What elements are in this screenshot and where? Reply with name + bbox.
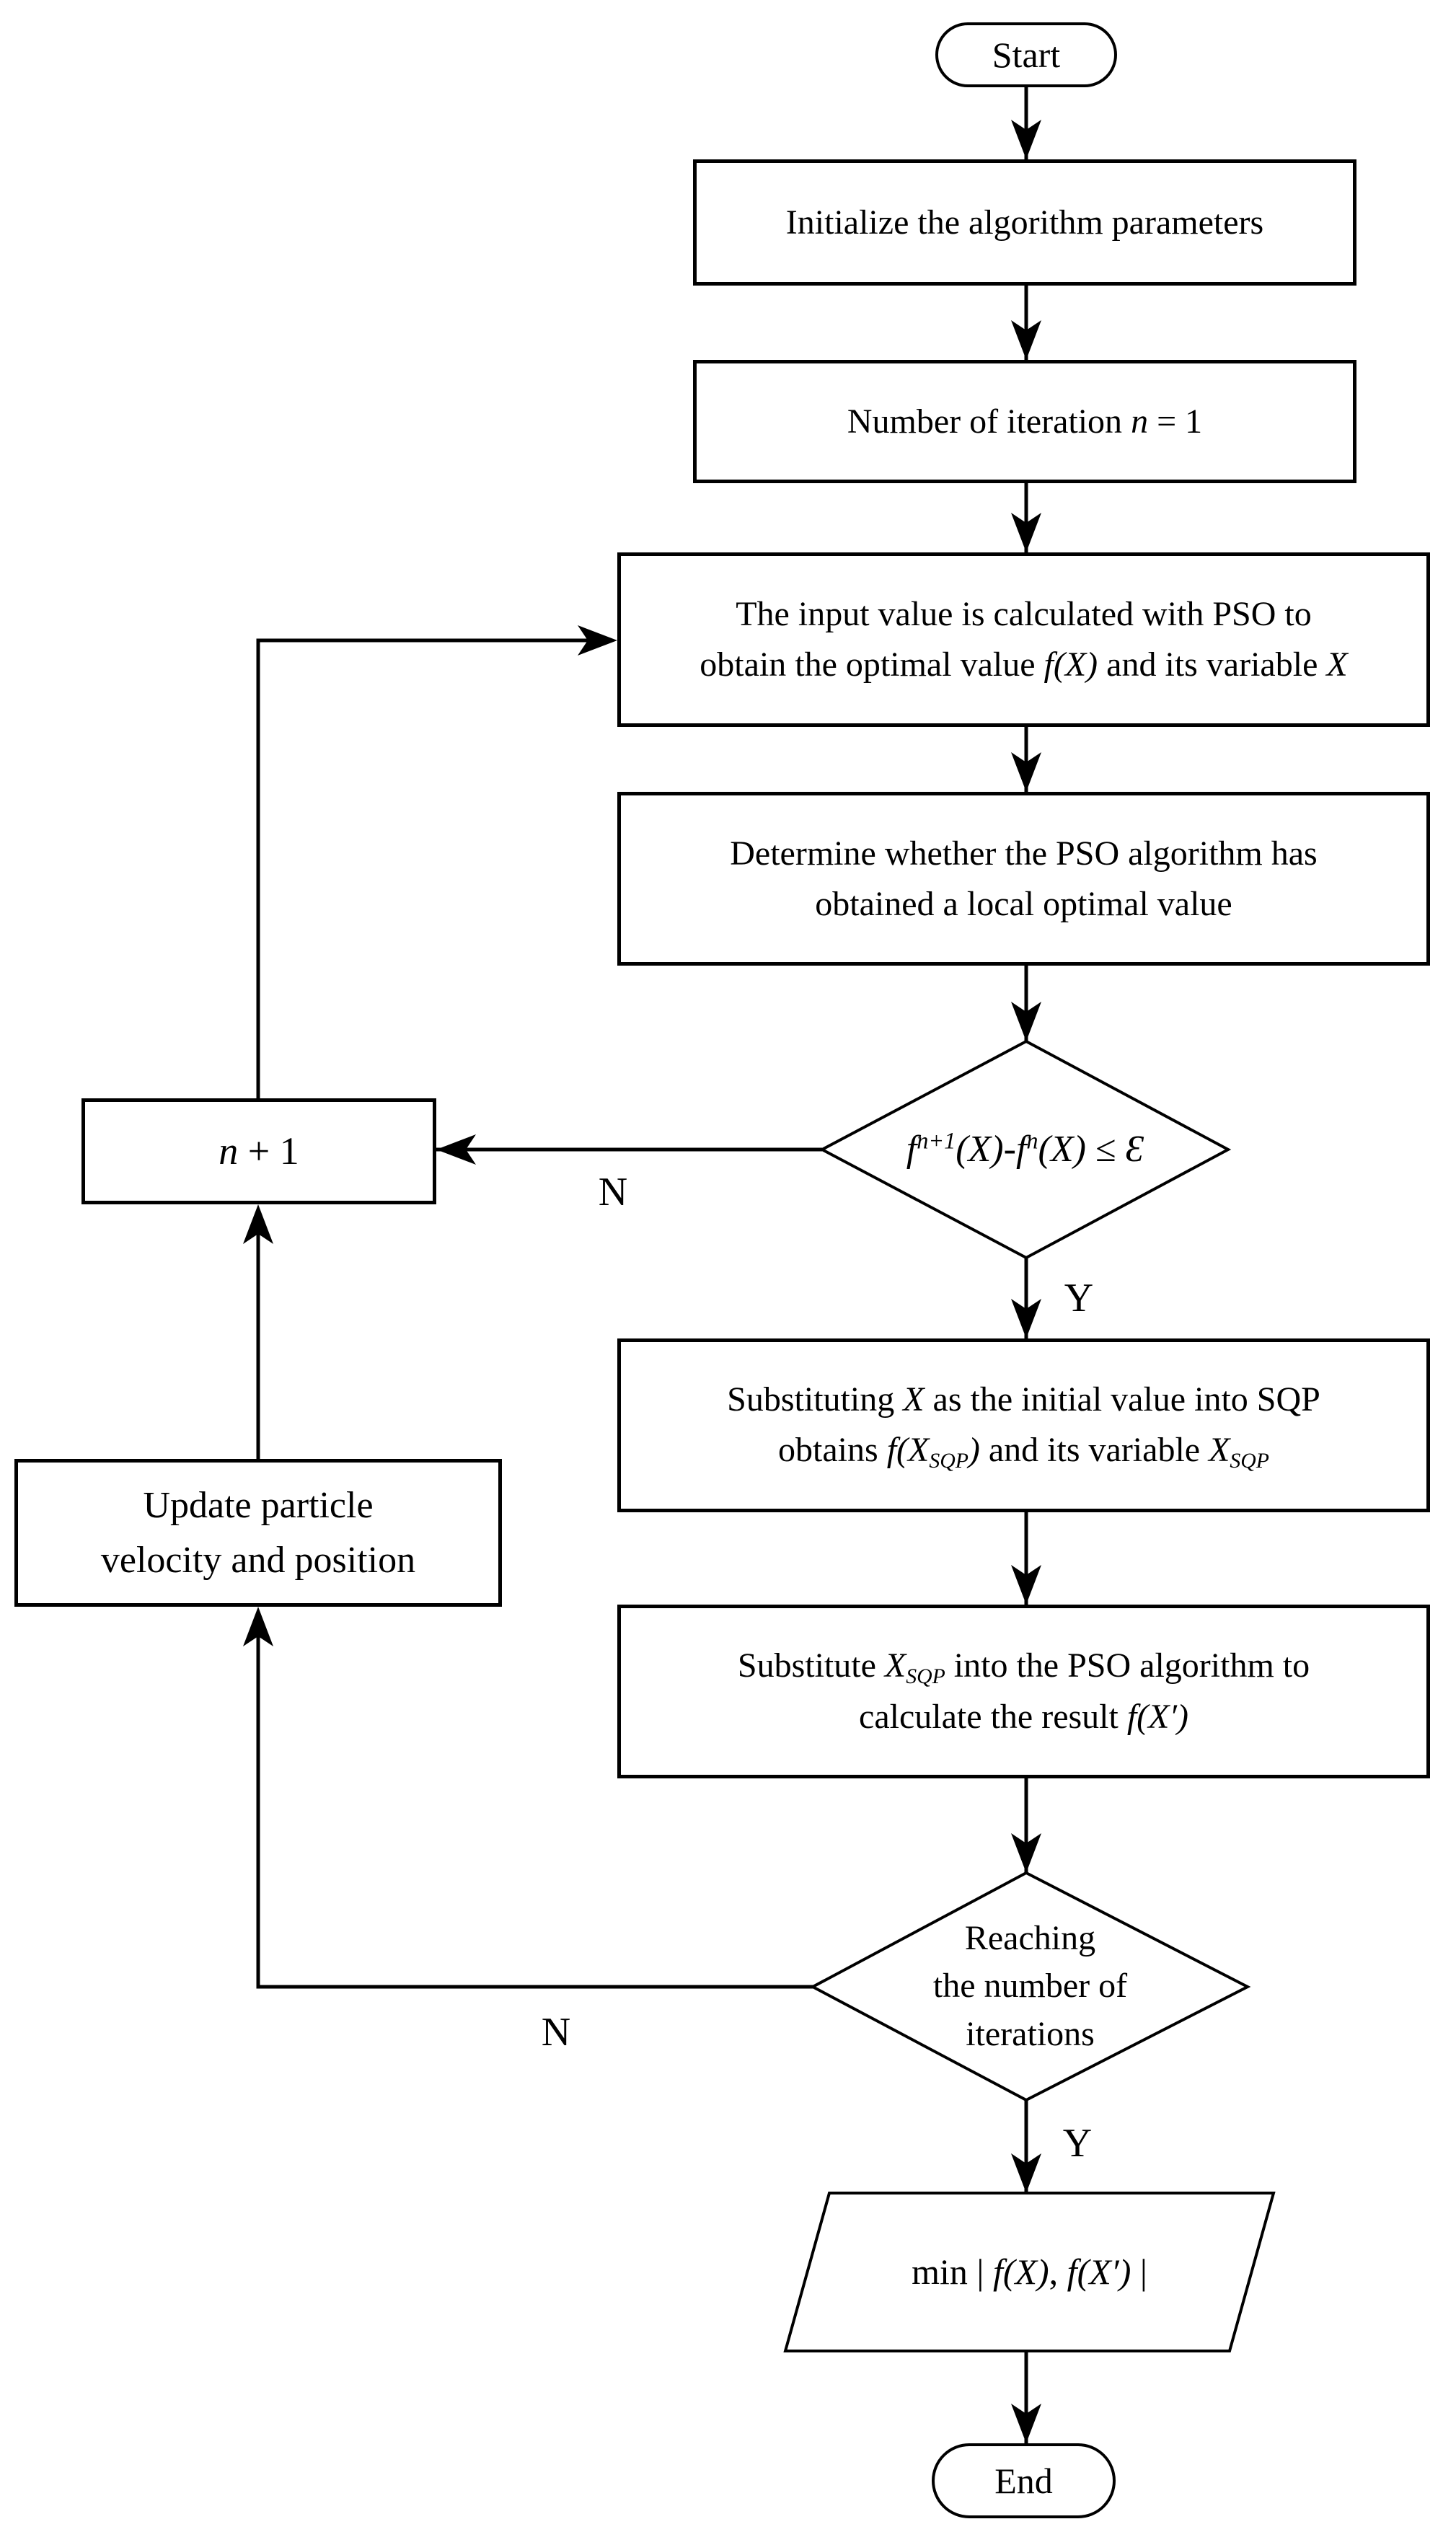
edge-min-to-end [1011,2351,1041,2443]
decision-iteration-limit-shape [809,1871,1251,2102]
edge-update-to-nplus1 [243,1204,273,1459]
process-substituting-line1: Substituting X as the initial value into… [727,1380,1320,1419]
edge-label-no-1: N [598,1170,628,1214]
decision-convergence-shape [819,1039,1232,1260]
edge-label-yes-1: Y [1064,1276,1094,1320]
process-increment-label: n + 1 [219,1129,299,1173]
edge-nplus1-to-pso-loop [256,625,617,1098]
edge-init-to-iteration [1011,286,1041,360]
terminator-start: Start [935,22,1117,87]
terminator-start-label: Start [992,34,1061,75]
process-substituting-line2: obtains f(XSQP) and its variable XSQP [778,1430,1269,1473]
process-initialize-parameters: Initialize the algorithm parameters [693,159,1356,286]
edge-determine-to-condition1 [1011,966,1041,1041]
edge-label-yes-2: Y [1062,2121,1093,2166]
edge-condition2-yes-to-min [1011,2100,1041,2193]
process-substitute-pso: Substitute XSQP into the PSO algorithm t… [617,1605,1430,1778]
process-determine-local-optimum: Determine whether the PSO algorithm has … [617,792,1430,966]
edge-start-to-init [1011,87,1041,159]
edge-condition2-no-to-update [243,1607,813,1989]
process-update-particle: Update particle velocity and position [14,1459,502,1607]
process-iteration-counter: Number of iteration n = 1 [693,360,1356,483]
edge-pso-to-determine [1011,727,1041,792]
io-min-result-shape [783,2192,1276,2352]
process-substitute-line2: calculate the result f(X′) [859,1698,1188,1737]
decision-iteration-limit: Reaching the number of iterations [813,1873,1248,2100]
process-pso-line1: The input value is calculated with PSO t… [736,595,1312,634]
edge-condition1-yes-to-substituting [1011,1258,1041,1338]
process-determine-line2: obtained a local optimal value [815,884,1232,923]
decision-convergence-label: fn+1(X)-fn(X) ≤ Ɛ [906,1127,1144,1170]
decision-iteration-line2: the number of [932,1967,1128,2006]
process-iteration-label: Number of iteration n = 1 [847,402,1203,441]
process-pso-line2: obtain the optimal value f(X) and its va… [700,645,1348,684]
decision-iteration-line3: iterations [966,2014,1095,2053]
process-determine-line1: Determine whether the PSO algorithm has [730,834,1318,873]
process-pso-calculation: The input value is calculated with PSO t… [617,552,1430,727]
io-min-result-label: min | f(X), f(X′) | [912,2251,1147,2293]
edge-substituting-to-substitute [1011,1512,1041,1605]
process-substituting-sqp: Substituting X as the initial value into… [617,1338,1430,1512]
terminator-end-label: End [994,2460,1053,2501]
edge-condition1-no-to-nplus1 [436,1134,822,1165]
edge-label-no-2: N [541,2010,571,2055]
terminator-end: End [932,2443,1116,2518]
decision-convergence: fn+1(X)-fn(X) ≤ Ɛ [822,1041,1228,1258]
decision-iteration-line1: Reaching [964,1919,1096,1958]
process-update-line1: Update particle [143,1485,374,1527]
io-min-result: min | f(X), f(X′) | [785,2193,1274,2351]
process-substitute-line1: Substitute XSQP into the PSO algorithm t… [737,1646,1310,1689]
process-update-line2: velocity and position [100,1539,416,1581]
edge-iteration-to-pso [1011,483,1041,552]
process-increment-iteration: n + 1 [81,1098,436,1204]
process-initialize-label: Initialize the algorithm parameters [785,203,1264,242]
edge-substitute-to-condition2 [1011,1778,1041,1873]
